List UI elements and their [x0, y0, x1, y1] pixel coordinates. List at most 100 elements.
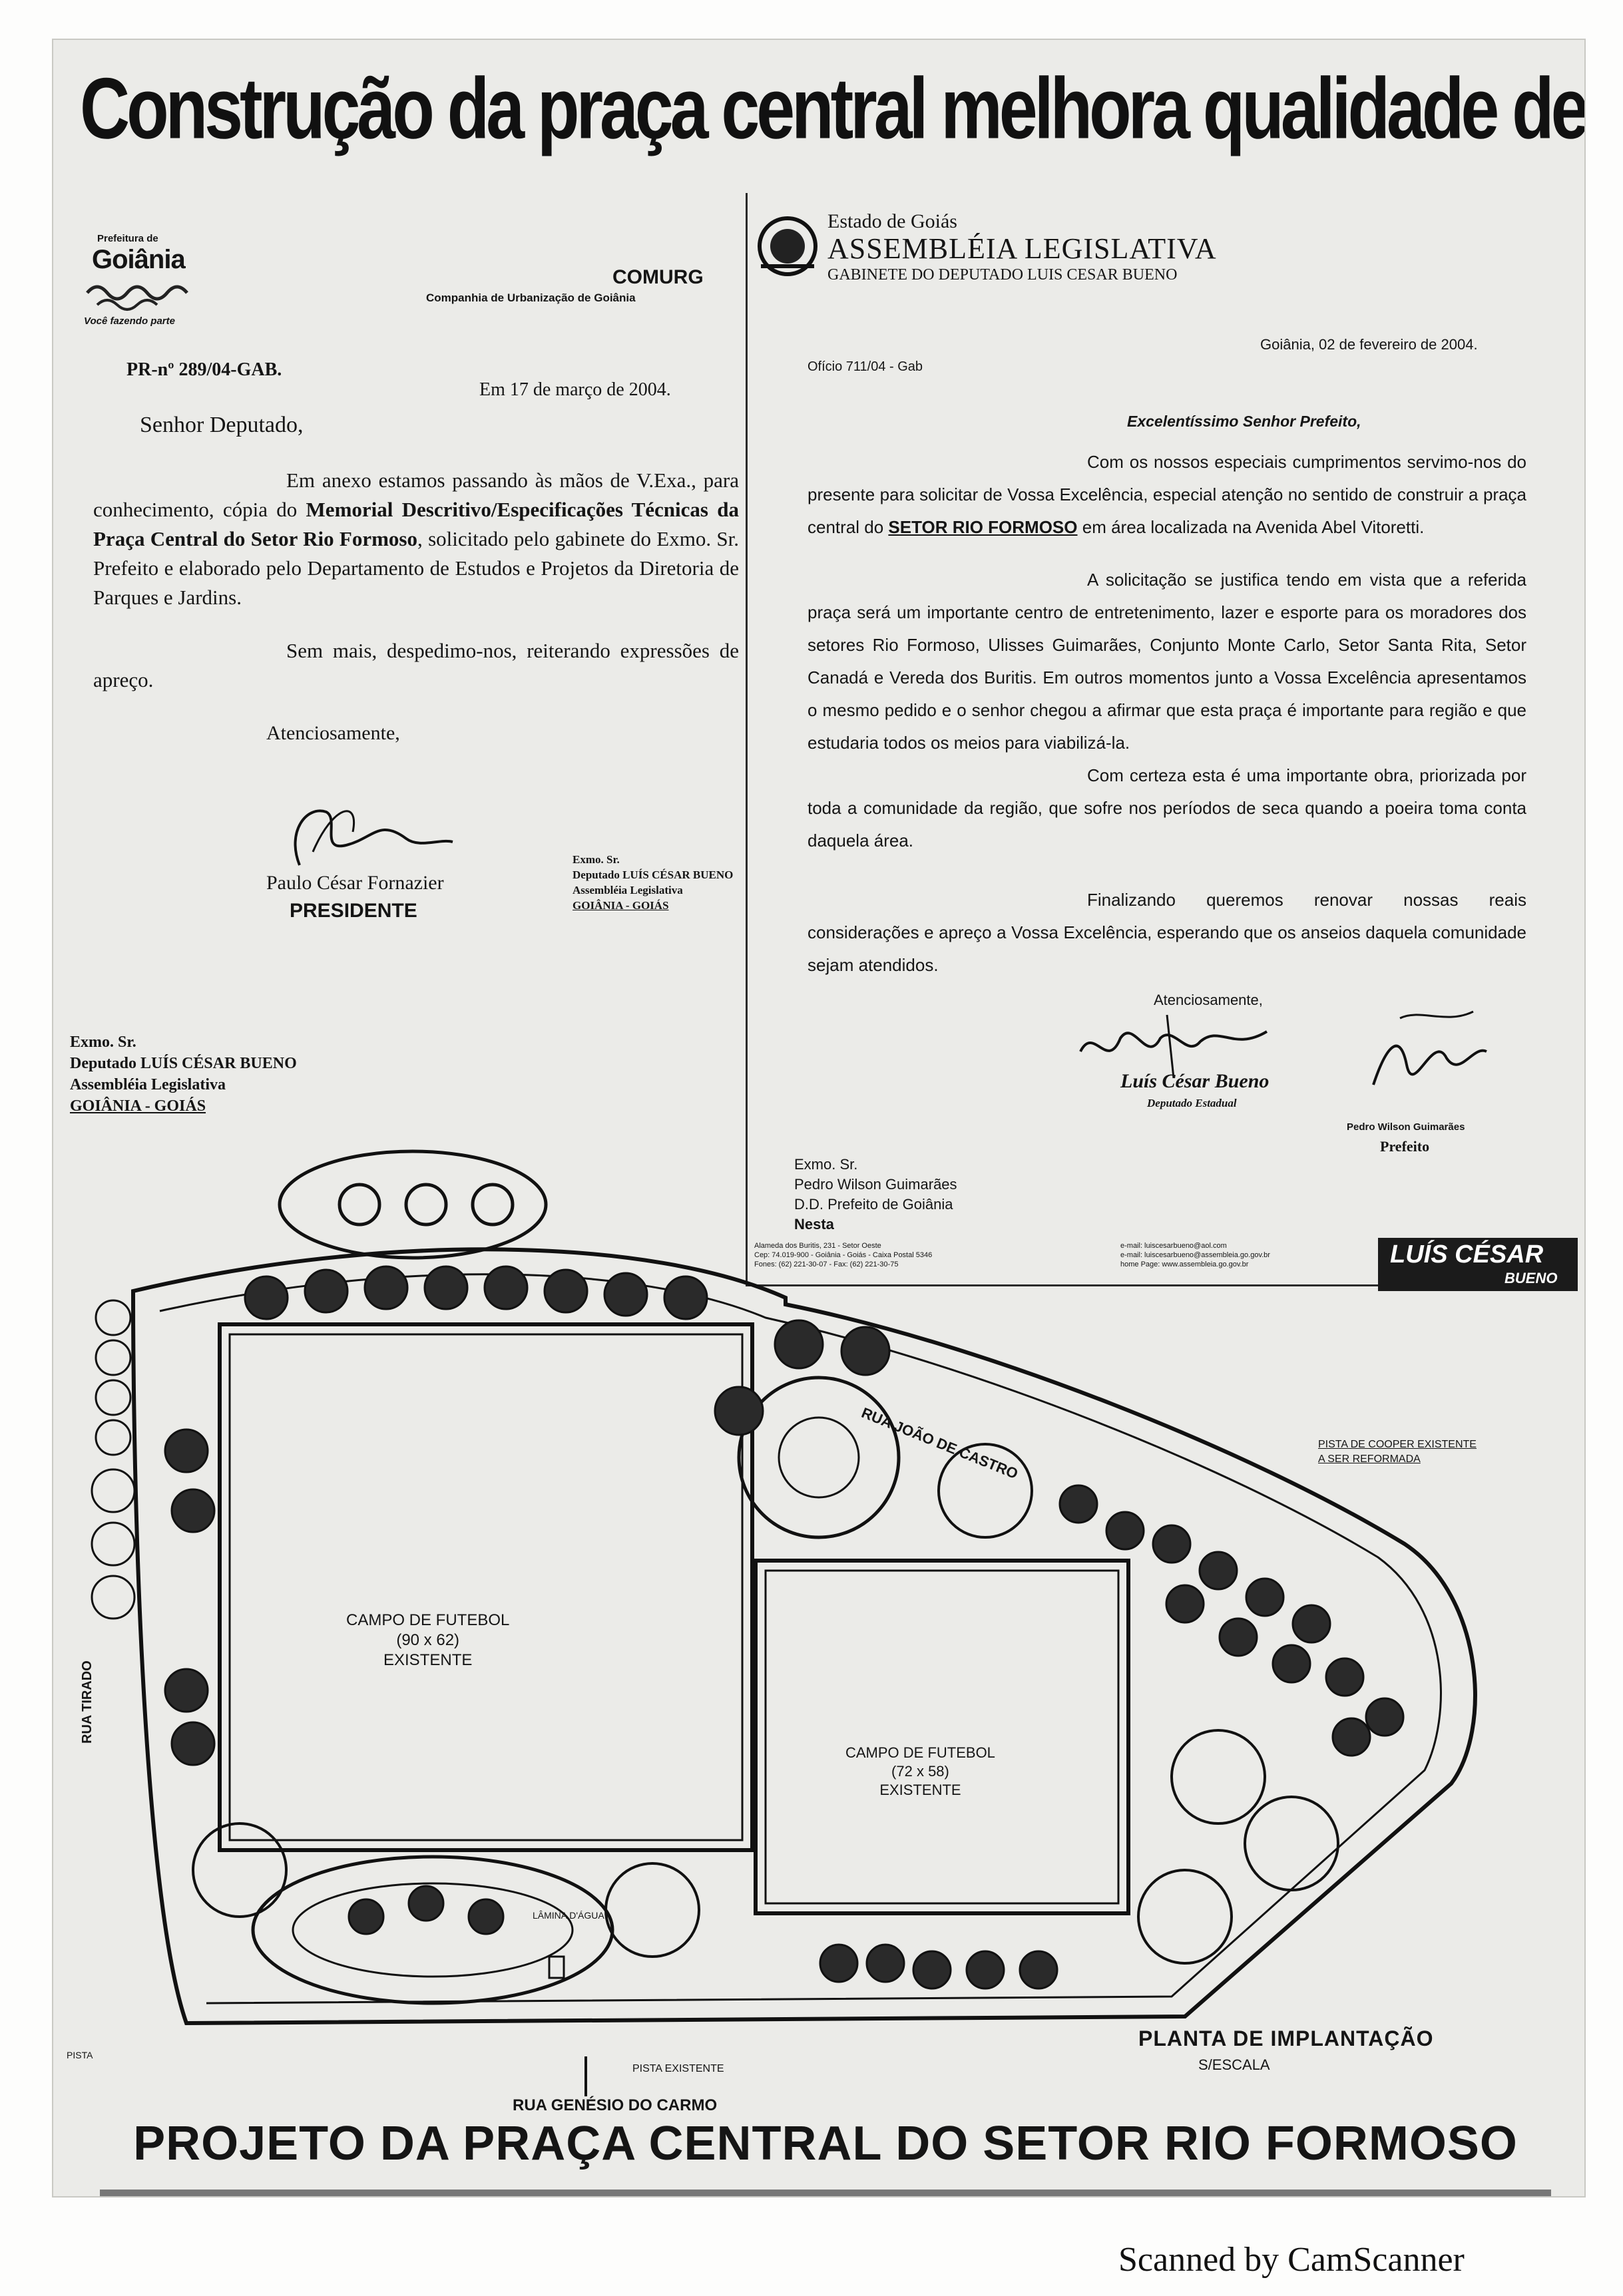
scanner-watermark: Scanned by CamScanner [1118, 2241, 1465, 2279]
soccer-field-2-inner [764, 1569, 1120, 1905]
letter-closing: Atenciosamente, [1154, 992, 1263, 1008]
plan-scale: S/ESCALA [1198, 2056, 1270, 2073]
paragraph-1-start: Em anexo estamos passando às mãos de V.E… [93, 469, 739, 521]
deputy-signature-icon [1079, 1014, 1268, 1079]
paragraph-2: Sem mais, despedimo-nos, reiterando expr… [93, 639, 739, 691]
state-name: Estado de Goiás [827, 210, 957, 232]
side-address-line: GOIÂNIA - GOIÁS [573, 899, 669, 912]
paragraph-3: Com certeza esta é uma importante obra, … [808, 765, 1526, 851]
planter-circle [338, 1183, 381, 1227]
letter-reference: PR-nº 289/04-GAB. [126, 359, 282, 380]
comurg-letter: Prefeitura de Goiânia Você fazendo parte… [67, 193, 759, 1151]
logo-top-text: Prefeitura de [97, 233, 158, 244]
cabinet-name: GABINETE DO DEPUTADO LUIS CESAR BUENO [827, 266, 1178, 284]
footer-address-line: Cep: 74.019-900 - Goiânia - Goiás - Caix… [754, 1251, 933, 1259]
field-1-label-line: EXISTENTE [383, 1651, 473, 1669]
soccer-field-2 [754, 1559, 1130, 1915]
street-bottom-label: RUA GENÉSIO DO CARMO [513, 2096, 718, 2114]
logo-wave-icon [86, 285, 188, 311]
headline: Construção da praça central melhora qual… [80, 61, 1586, 158]
field-2-label-line: CAMPO DE FUTEBOL [845, 1744, 995, 1761]
letter-closing: Atenciosamente, [266, 722, 400, 744]
circular-plaza [737, 1376, 901, 1539]
paragraph-1-bold: Memorial Descritivo/Especificações Técni… [93, 498, 739, 550]
luis-cesar-bueno-brand: LUÍS CÉSAR BUENO [1378, 1238, 1578, 1291]
field-2-label-line: (72 x 58) [891, 1763, 949, 1780]
letter-salutation: Excelentíssimo Senhor Prefeito, [1127, 413, 1361, 430]
letterhead-footer-contact: e-mail: luiscesarbueno@aol.com e-mail: l… [1120, 1241, 1270, 1269]
field-1-label: CAMPO DE FUTEBOL (90 x 62) EXISTENTE [346, 1611, 509, 1670]
paragraph-4: Finalizando queremos renovar nossas reai… [808, 890, 1526, 975]
planter-circle [471, 1183, 515, 1227]
bottom-address-line: Exmo. Sr. [70, 1034, 136, 1051]
footer-title: PROJETO DA PRAÇA CENTRAL DO SETOR RIO FO… [133, 2117, 1518, 2170]
track-note-line: A SER REFORMADA [1318, 1453, 1421, 1465]
org-name: COMURG [612, 266, 704, 288]
assembly-letter: Estado de Goiás ASSEMBLÉIA LEGISLATIVA G… [746, 193, 1553, 1286]
paragraph-1-end: , solicitado pelo gabinete do Exmo. Sr. … [93, 527, 739, 609]
brand-bottom-text: BUENO [1505, 1270, 1558, 1286]
org-full-name: Companhia de Urbanização de Goiânia [426, 291, 636, 304]
logo-slogan: Você fazendo parte [84, 315, 175, 327]
side-address-line: Assembléia Legislativa [573, 884, 683, 896]
field-1-label-line: CAMPO DE FUTEBOL [346, 1611, 510, 1629]
signer-name: Paulo César Fornazier [266, 872, 444, 894]
field-1-label-line: (90 x 62) [396, 1631, 460, 1649]
footer-contact-line: e-mail: luiscesarbueno@assembleia.go.gov… [1120, 1251, 1270, 1259]
signer-title: PRESIDENTE [290, 900, 417, 922]
recipient-address-line: Nesta [794, 1216, 834, 1233]
bottom-address-line: GOIÂNIA - GOIÁS [70, 1097, 206, 1115]
coat-of-arms-icon [758, 216, 817, 276]
letter-reference: Ofício 711/04 - Gab [808, 359, 923, 374]
tree-group [91, 1265, 1405, 1990]
plaza-boundary [130, 1247, 1477, 2026]
letterhead-footer-address: Alameda dos Buritis, 231 - Setor Oeste C… [754, 1241, 932, 1269]
soccer-field-1-inner [228, 1333, 744, 1841]
lake-oval [251, 1855, 614, 2005]
newspaper-page: Construção da praça central melhora qual… [52, 39, 1586, 2198]
mayor-title: Prefeito [1380, 1138, 1430, 1155]
footer-address-line: Fones: (62) 221-30-07 - Fax: (62) 221-30… [754, 1260, 899, 1268]
letter-body: Em anexo estamos passando às mãos de V.E… [93, 466, 739, 695]
side-address-block: Exmo. Sr. Deputado LUÍS CÉSAR BUENO Asse… [573, 852, 733, 913]
canopy-tree-group [192, 1443, 1339, 1965]
paragraph-1-end: em área localizada na Avenida Abel Vitor… [1077, 517, 1425, 537]
paragraph-1-bold: SETOR RIO FORMOSO [888, 517, 1078, 537]
jogging-track [159, 1273, 1442, 2005]
track-note: PISTA DE COOPER EXISTENTE A SER REFORMAD… [1318, 1437, 1477, 1467]
footer-contact-line: e-mail: luiscesarbueno@aol.com [1120, 1242, 1227, 1250]
kiosk-box [548, 1955, 565, 1979]
letter-body: Com os nossos especiais cumprimentos ser… [808, 446, 1526, 982]
logo-city-text: Goiânia [92, 245, 186, 274]
side-address-line: Deputado LUÍS CÉSAR BUENO [573, 868, 734, 881]
top-planter-ellipse [278, 1149, 548, 1260]
site-plan-drawing [91, 1149, 1477, 2096]
paragraph-2: A solicitação se justifica tendo em vist… [808, 570, 1526, 753]
recipient-address-line: Exmo. Sr. [794, 1156, 858, 1173]
mayor-name: Pedro Wilson Guimarães [1347, 1121, 1465, 1133]
brand-top-text: LUÍS CÉSAR [1390, 1241, 1544, 1268]
recipient-address-line: D.D. Prefeito de Goiânia [794, 1196, 953, 1213]
side-address-line: Exmo. Sr. [573, 853, 620, 866]
field-2-label: CAMPO DE FUTEBOL (72 x 58) EXISTENTE [845, 1744, 995, 1800]
footer-address-line: Alameda dos Buritis, 231 - Setor Oeste [754, 1242, 881, 1250]
footer-contact-line: home Page: www.assembleia.go.gov.br [1120, 1260, 1249, 1268]
letter-date: Goiânia, 02 de fevereiro de 2004. [1260, 336, 1478, 353]
lake-note: LÂMINA D'ÁGUA [533, 1910, 604, 1921]
bottom-address-line: Deputado LUÍS CÉSAR BUENO [70, 1055, 297, 1072]
letter-salutation: Senhor Deputado, [140, 413, 304, 437]
circular-plaza-center [778, 1416, 860, 1499]
existing-track-note: PISTA EXISTENTE [632, 2063, 724, 2074]
corner-note: PISTA [67, 2050, 93, 2060]
paragraph-1-start: Com os nossos especiais cumprimentos ser… [808, 452, 1526, 537]
deputy-name: Luís César Bueno [1120, 1070, 1270, 1092]
soccer-field-1 [218, 1322, 754, 1852]
recipient-address-block: Exmo. Sr. Pedro Wilson Guimarães D.D. Pr… [794, 1155, 957, 1235]
mayor-signature-icon [1372, 1010, 1487, 1085]
lake-inner [292, 1882, 574, 1978]
goiania-logo: Prefeitura de Goiânia Você fazendo parte [84, 233, 210, 333]
track-note-line: PISTA DE COOPER EXISTENTE [1318, 1439, 1477, 1450]
field-2-label-line: EXISTENTE [879, 1782, 961, 1798]
letter-date: Em 17 de março de 2004. [479, 379, 671, 400]
street-left-label: RUA TIRADO [80, 1660, 95, 1744]
